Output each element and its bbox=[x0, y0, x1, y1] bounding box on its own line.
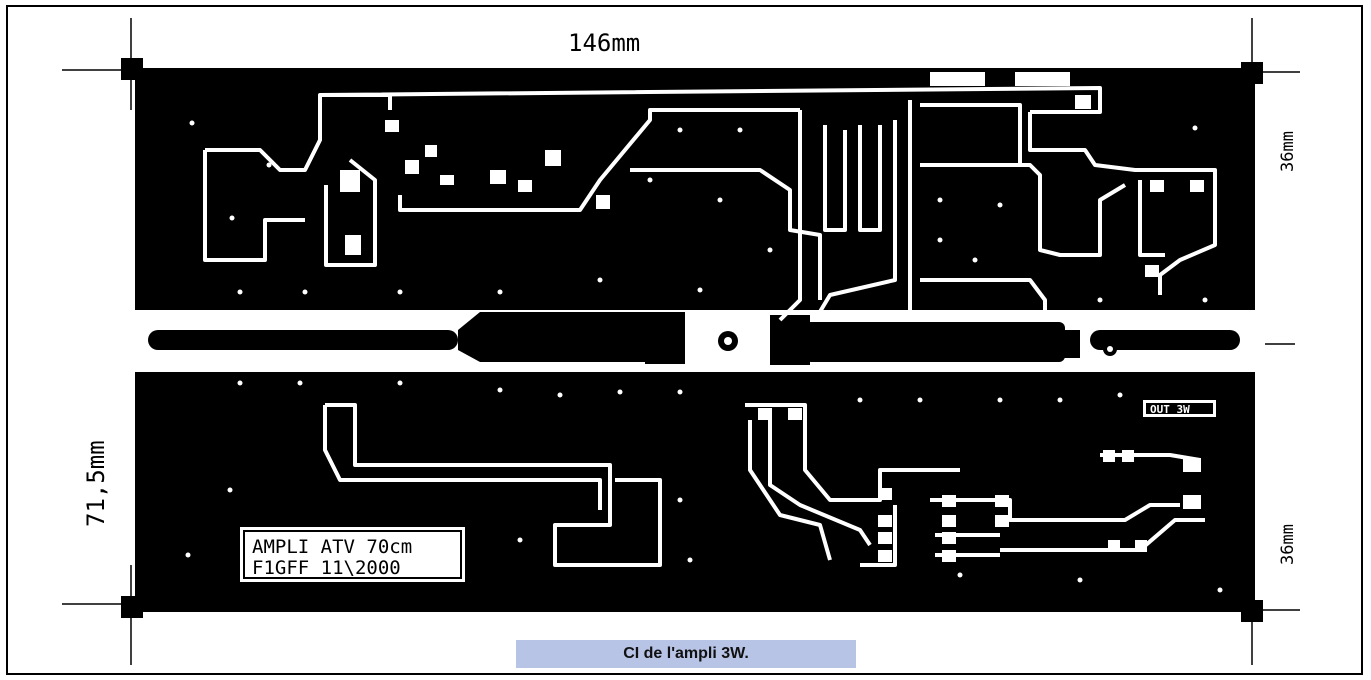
lower-component-pads bbox=[758, 408, 1201, 562]
output-label-block: OUT 3W bbox=[1143, 400, 1216, 417]
width-dimension-label: 146mm bbox=[568, 29, 640, 57]
upper-isolation-gaps bbox=[203, 86, 1217, 322]
lower-isolation-gaps bbox=[323, 403, 1205, 567]
upper-component-pads bbox=[340, 72, 1204, 277]
via-dots bbox=[185, 120, 1223, 593]
board-label-block: AMPLI ATV 70cm F1GFF 11\2000 bbox=[240, 527, 465, 582]
output-label: OUT 3W bbox=[1150, 403, 1190, 416]
center-via-hole bbox=[724, 337, 732, 345]
board-author-line: F1GFF 11\2000 bbox=[252, 557, 401, 579]
output-via-hole bbox=[1107, 346, 1113, 352]
figure-caption: CI de l'ampli 3W. bbox=[516, 640, 856, 668]
upper-half-dimension-label: 36mm bbox=[1278, 131, 1298, 172]
height-dimension-label: 71,5mm bbox=[82, 440, 110, 527]
lower-half-dimension-label: 36mm bbox=[1278, 524, 1298, 565]
board-title-line: AMPLI ATV 70cm bbox=[252, 536, 412, 558]
rf-stripline bbox=[148, 312, 1240, 365]
